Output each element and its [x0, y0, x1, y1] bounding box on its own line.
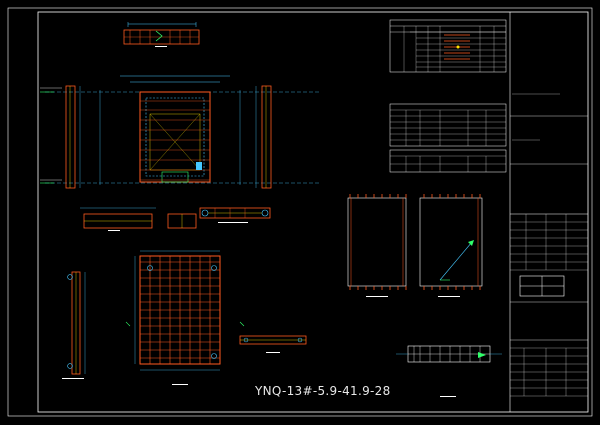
- drawing-number: YNQ-13#-5.9-41.9-28: [255, 384, 391, 398]
- main-elevation: [40, 75, 320, 189]
- wall-panel-details: [347, 194, 483, 297]
- foundation-section: [396, 345, 502, 397]
- column-section-left: [62, 271, 86, 379]
- top-section-detail: [123, 22, 200, 47]
- rebar-schedule-table: [389, 19, 507, 73]
- drawing-border-outer: [7, 7, 593, 417]
- drawing-border-inner: [37, 11, 589, 413]
- material-table: [389, 103, 507, 147]
- title-block: [510, 93, 588, 397]
- summary-table: [389, 149, 507, 173]
- beam-detail-bottom: [125, 321, 307, 353]
- beam-details: [80, 207, 271, 231]
- reinforcement-plan: [134, 250, 221, 385]
